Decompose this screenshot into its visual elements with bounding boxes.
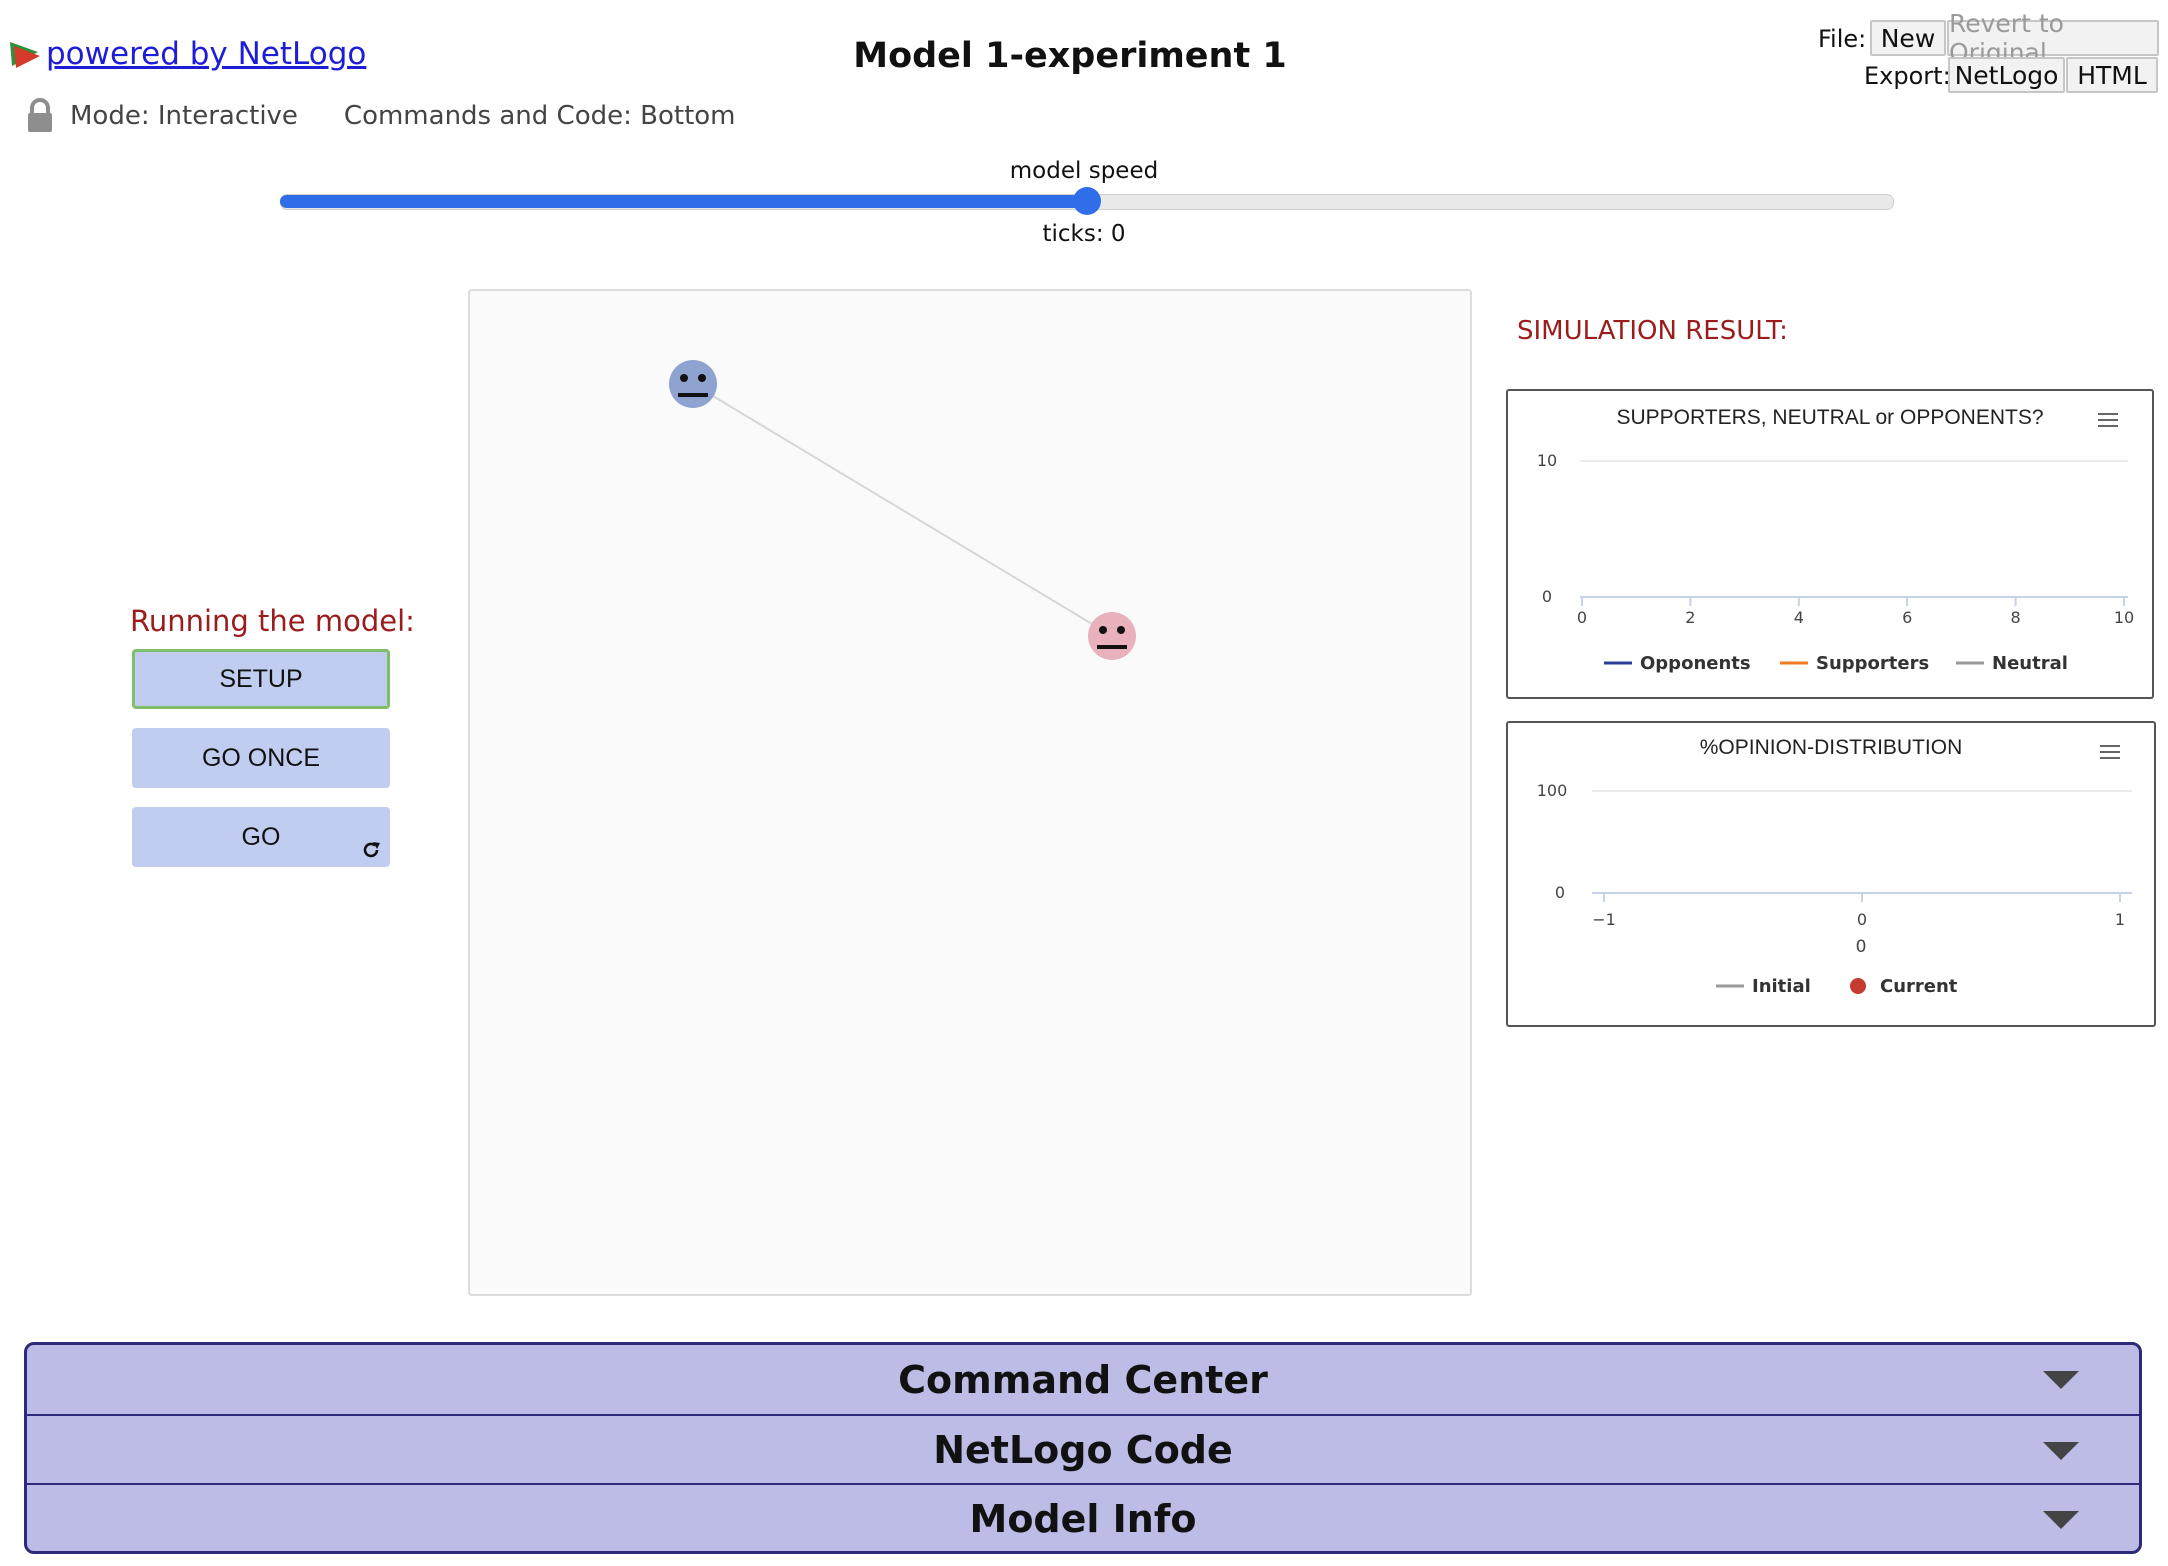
netlogo-code-toggle[interactable]: NetLogo Code: [27, 1414, 2139, 1483]
plot2-legend: Initial Current: [1716, 976, 1958, 997]
plot2-x-label: 0: [1856, 937, 1867, 957]
command-center-label: Command Center: [898, 1357, 1268, 1402]
plot1-ytick-0: 0: [1542, 587, 1552, 606]
plot2-ytick-0: 0: [1555, 883, 1565, 902]
x-tick-label: 0: [1857, 910, 1867, 929]
legend-neutral[interactable]: Neutral: [1992, 653, 2068, 674]
netlogo-logo-icon: [10, 42, 40, 68]
plot1-svg: SUPPORTERS, NEUTRAL or OPPONENTS? 10 0 0…: [1537, 406, 2134, 674]
go-once-button-label: GO ONCE: [201, 743, 321, 772]
page-title: Model 1-experiment 1: [853, 36, 1287, 76]
model-speed-thumb[interactable]: [1073, 187, 1101, 215]
x-tick-label: 0: [1577, 608, 1587, 627]
x-tick-label: 10: [2114, 608, 2134, 627]
ticks-counter: ticks: 0: [1042, 221, 1126, 247]
agent-link: [692, 383, 1113, 637]
new-button[interactable]: New: [1870, 20, 1946, 56]
command-center-toggle[interactable]: Command Center: [27, 1345, 2139, 1414]
model-speed-label: model speed: [1009, 158, 1159, 184]
setup-button[interactable]: SETUP: [132, 649, 390, 709]
legend-current-swatch: [1850, 978, 1866, 994]
powered-by-netlogo-link[interactable]: powered by NetLogo: [8, 36, 366, 72]
supporters-neutral-opponents-plot[interactable]: SUPPORTERS, NEUTRAL or OPPONENTS? 10 0 0…: [1506, 389, 2154, 699]
plot2-title: %OPINION-DISTRIBUTION: [1700, 736, 1963, 759]
plot1-title: SUPPORTERS, NEUTRAL or OPPONENTS?: [1616, 406, 2043, 429]
go-button-label: GO: [241, 822, 281, 851]
plot2-svg: %OPINION-DISTRIBUTION 100 0 −1 0 1 0 Initi…: [1537, 736, 2132, 997]
go-once-button[interactable]: GO ONCE: [132, 728, 390, 788]
commands-location-label[interactable]: Commands and Code: Bottom: [343, 101, 736, 131]
plot1-x-ticks: 0 2 4 6 8 10: [1577, 597, 2134, 627]
x-tick-label: −1: [1592, 910, 1616, 929]
model-speed-fill: [280, 195, 1088, 208]
world-canvas[interactable]: [476, 297, 1464, 1288]
legend-current[interactable]: Current: [1880, 976, 1958, 997]
mode-row: Mode: Interactive Commands and Code: Bot…: [26, 98, 736, 134]
opinion-distribution-plot[interactable]: %OPINION-DISTRIBUTION 100 0 −1 0 1 0 Initi…: [1506, 721, 2156, 1027]
model-info-arrow-icon[interactable]: [2043, 1511, 2079, 1529]
setup-button-label: SETUP: [219, 664, 303, 693]
x-tick-label: 4: [1794, 608, 1804, 627]
legend-supporters[interactable]: Supporters: [1816, 653, 1929, 674]
x-tick-label: 2: [1685, 608, 1695, 627]
lock-icon[interactable]: [26, 98, 54, 134]
hamburger-menu-icon[interactable]: [2100, 745, 2120, 759]
pink-neutral-face-icon[interactable]: [1088, 612, 1136, 660]
world-view[interactable]: [468, 289, 1472, 1296]
export-netlogo-button[interactable]: NetLogo: [1948, 57, 2065, 93]
plot2-ytick-100: 100: [1537, 781, 1568, 800]
running-the-model-label: Running the model:: [130, 604, 415, 638]
plot1-legend: Opponents Supporters Neutral: [1604, 653, 2068, 674]
plot1-ytick-10: 10: [1537, 451, 1557, 470]
go-button[interactable]: GO: [132, 807, 390, 867]
powered-by-label[interactable]: powered by NetLogo: [46, 36, 367, 72]
forever-icon: [363, 842, 380, 858]
x-tick-label: 8: [2011, 608, 2021, 627]
model-info-label: Model Info: [969, 1496, 1197, 1541]
export-html-button[interactable]: HTML: [2066, 57, 2158, 93]
plot2-x-ticks: −1 0 1: [1592, 893, 2125, 929]
blue-neutral-face-icon[interactable]: [669, 360, 717, 408]
simulation-result-label: SIMULATION RESULT:: [1517, 316, 1788, 346]
command-center-arrow-icon[interactable]: [2043, 1371, 2079, 1389]
model-info-toggle[interactable]: Model Info: [27, 1483, 2139, 1551]
netlogo-code-arrow-icon[interactable]: [2043, 1442, 2079, 1460]
bottom-panels: Command Center NetLogo Code Model Info: [24, 1342, 2142, 1554]
legend-opponents[interactable]: Opponents: [1640, 653, 1751, 674]
hamburger-menu-icon[interactable]: [2098, 413, 2118, 427]
file-label: File:: [1818, 25, 1867, 53]
x-tick-label: 1: [2115, 910, 2125, 929]
legend-initial[interactable]: Initial: [1752, 976, 1811, 997]
x-tick-label: 6: [1902, 608, 1912, 627]
export-label: Export:: [1864, 62, 1951, 90]
netlogo-code-label: NetLogo Code: [933, 1427, 1233, 1472]
mode-label: Mode: Interactive: [70, 101, 298, 131]
revert-to-original-button[interactable]: Revert to Original: [1947, 9, 2159, 67]
